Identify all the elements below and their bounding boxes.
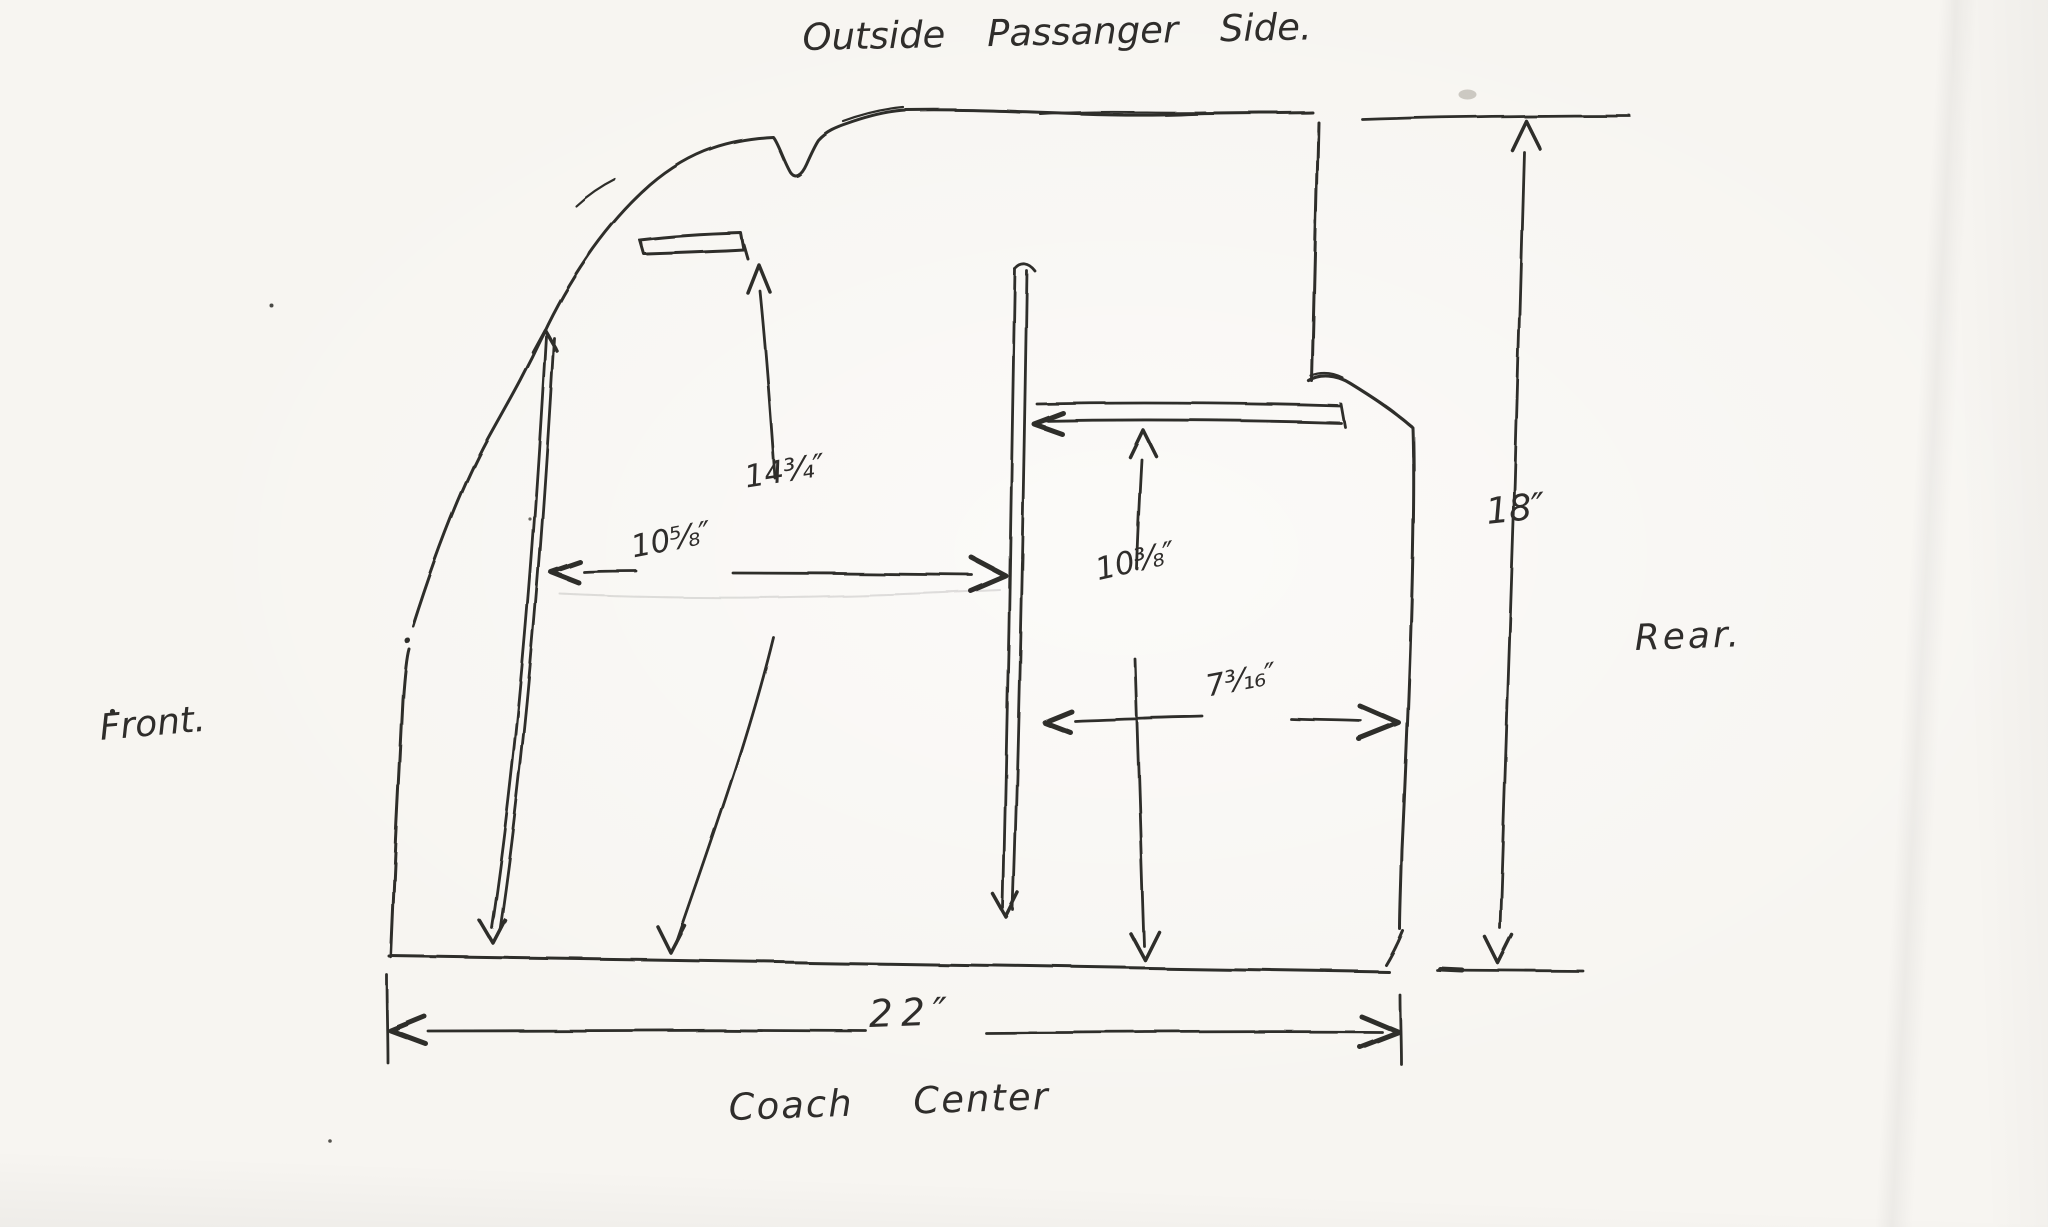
arrow-up-icon <box>746 263 772 295</box>
extension-line <box>1398 993 1403 1066</box>
arrow-left-icon <box>1031 410 1066 437</box>
dim-bar-spacing-line <box>548 555 1009 599</box>
rear-edge <box>1398 426 1416 931</box>
paper-specks <box>110 90 1477 1144</box>
dim-overall-height-label: 18″ <box>1484 485 1548 533</box>
dim-overall-length-label: 22″ <box>868 988 957 1036</box>
window-slot <box>638 231 750 261</box>
arrow-left-icon <box>1041 708 1074 735</box>
arrow-right-icon <box>1356 703 1402 742</box>
arrow-right-icon <box>1357 1013 1402 1050</box>
overstroke <box>1309 372 1345 380</box>
arrow-up-icon <box>1128 428 1158 459</box>
arrow-down-icon <box>478 918 507 945</box>
arrow-left-icon <box>387 1013 428 1046</box>
bottom-edge <box>387 954 1391 974</box>
extension-line <box>1361 114 1632 122</box>
arrow-down-icon <box>1129 930 1161 962</box>
arrow-right-icon <box>968 555 1009 594</box>
rear-top-edge <box>1310 120 1320 383</box>
front-slot-bar <box>478 328 559 945</box>
smudge <box>1459 90 1477 100</box>
dim-shelf-height-line <box>1128 428 1161 962</box>
corner-cut <box>1384 929 1405 967</box>
ink-dot <box>404 637 410 643</box>
overstroke <box>574 177 617 208</box>
center-slot-bar <box>991 262 1037 919</box>
dim-slot-height-line <box>656 263 777 955</box>
rear-step-notch <box>1307 374 1414 429</box>
dim-overall-height-line <box>1361 114 1632 973</box>
arrow-left-icon <box>548 559 583 586</box>
shelf-strip <box>1031 401 1347 437</box>
rear-label: Rear. <box>1634 614 1743 659</box>
dim-shelf-inset-line <box>1041 703 1402 742</box>
bar-top-hook <box>1013 262 1037 273</box>
panel-outline <box>387 105 1416 974</box>
extension-line <box>384 972 389 1064</box>
overstroke <box>1039 110 1206 115</box>
extension-tick <box>1437 966 1465 973</box>
arrow-down-icon <box>991 891 1020 919</box>
overstroke <box>841 105 905 123</box>
arrow-down-icon <box>1483 933 1514 965</box>
arrow-up-icon <box>531 328 559 354</box>
pencil-smear <box>559 589 1001 599</box>
arrow-up-icon <box>1510 119 1542 152</box>
dim-overall-length-line <box>384 972 1403 1066</box>
arrow-down-icon <box>656 924 687 955</box>
